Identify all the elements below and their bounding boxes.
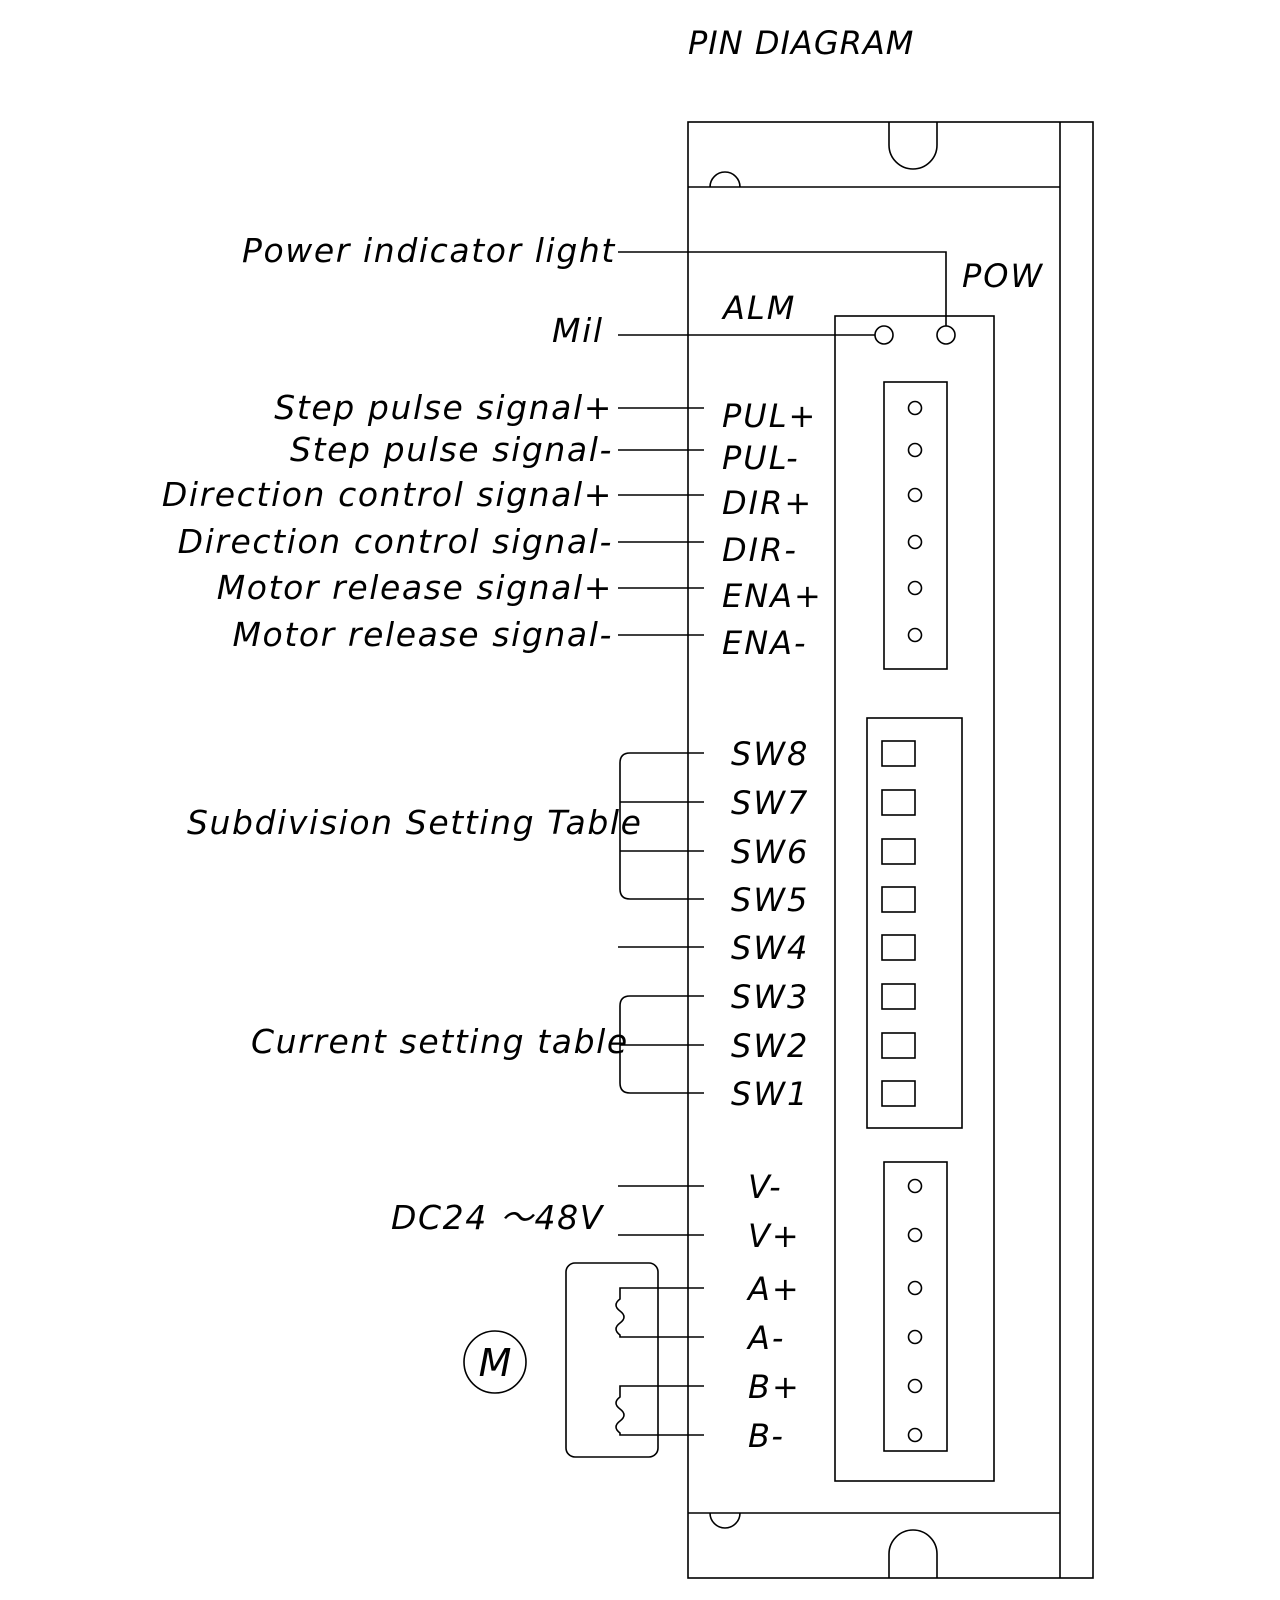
dip-switch-sw2 — [881, 1032, 916, 1059]
driver-enclosure — [687, 121, 1094, 1579]
signal-pin-hole — [907, 400, 923, 416]
motor-coil-a — [615, 1287, 704, 1338]
power-pin-hole — [907, 1378, 923, 1394]
pow-label: POW — [962, 257, 1044, 295]
pin-label-a-minus: A- — [746, 1319, 785, 1357]
power-pin-hole — [907, 1178, 923, 1194]
switch-label-sw3: SW3 — [731, 978, 809, 1016]
pin-label-pul-plus: PUL+ — [722, 397, 817, 435]
power-pin-hole — [907, 1280, 923, 1296]
pin-label-a-plus: A+ — [746, 1270, 801, 1308]
diagram-title: PIN DIAGRAM — [688, 24, 914, 62]
power-indicator-leader — [618, 251, 947, 326]
pin-label-pul-minus: PUL- — [722, 439, 800, 477]
alm-led — [874, 325, 894, 345]
switch-label-sw5: SW5 — [731, 881, 809, 919]
signal-description: Step pulse signal- — [290, 430, 613, 469]
alm-label: ALM — [721, 289, 796, 327]
pin-label-v-minus: V- — [748, 1168, 783, 1206]
power-motor-connector — [883, 1161, 948, 1452]
signal-connector — [883, 381, 948, 670]
signal-pin-hole — [907, 442, 923, 458]
power-indicator-label: Power indicator light — [242, 231, 616, 270]
signal-pin-hole — [907, 487, 923, 503]
dip-switch-sw8 — [881, 740, 916, 767]
power-supply-label: DC24 〜48V — [391, 1198, 605, 1237]
signal-description: Step pulse signal+ — [274, 388, 613, 427]
subdivision-bracket — [619, 752, 704, 900]
signal-pin-hole — [907, 580, 923, 596]
pin-label-v-plus: V+ — [748, 1217, 801, 1255]
switch-label-sw6: SW6 — [731, 833, 809, 871]
dip-switch-block — [866, 717, 963, 1129]
power-pin-hole — [907, 1227, 923, 1243]
motor-wiring-frame — [565, 1262, 659, 1458]
dip-switch-sw4 — [881, 934, 916, 961]
switch-label-sw7: SW7 — [731, 784, 809, 822]
motor-symbol-label: M — [479, 1341, 512, 1385]
pin-label-b-plus: B+ — [748, 1368, 801, 1406]
power-pin-hole — [907, 1427, 923, 1443]
pin-label-ena-minus: ENA- — [722, 624, 808, 662]
pin-label-ena-plus: ENA+ — [722, 577, 823, 615]
signal-description: Motor release signal- — [232, 615, 613, 654]
dip-switch-sw1 — [881, 1080, 916, 1107]
current-bracket — [619, 995, 704, 1094]
switch-label-sw2: SW2 — [731, 1027, 809, 1065]
switch-label-sw8: SW8 — [731, 735, 809, 773]
dip-switch-sw3 — [881, 983, 916, 1010]
dip-switch-sw7 — [881, 789, 916, 816]
alarm-indicator-label: Mil — [552, 311, 604, 350]
dip-switch-sw5 — [881, 886, 916, 913]
power-pin-hole — [907, 1329, 923, 1345]
current-group-label: Current setting table — [251, 1022, 629, 1061]
front-panel — [834, 315, 995, 1482]
pow-led — [936, 325, 956, 345]
signal-description: Motor release signal+ — [217, 568, 613, 607]
dip-switch-sw6 — [881, 838, 916, 865]
signal-description: Direction control signal+ — [162, 475, 613, 514]
signal-description: Direction control signal- — [178, 522, 613, 561]
motor-coil-b — [615, 1385, 704, 1436]
pin-label-b-minus: B- — [748, 1417, 785, 1455]
switch-label-sw1: SW1 — [731, 1075, 809, 1113]
subdivision-group-label: Subdivision Setting Table — [187, 803, 643, 842]
pin-label-dir-minus: DIR- — [722, 531, 798, 569]
signal-pin-hole — [907, 534, 923, 550]
motor-symbol — [463, 1330, 527, 1394]
pin-label-dir-plus: DIR+ — [722, 484, 813, 522]
signal-pin-hole — [907, 627, 923, 643]
switch-label-sw4: SW4 — [731, 929, 809, 967]
